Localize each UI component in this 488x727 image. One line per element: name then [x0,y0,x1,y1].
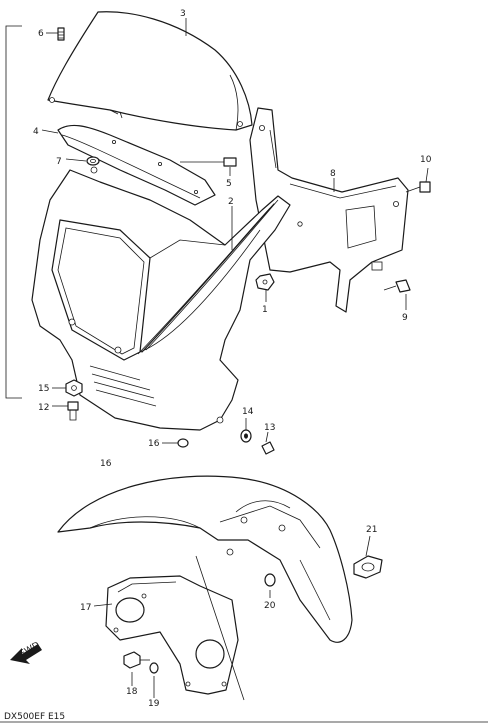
part-trim-4 [57,124,216,206]
part-screw-13 [261,441,275,455]
callout-10: 10 [420,155,432,165]
callout-12: 12 [38,403,49,413]
callout-17: 17 [80,603,91,613]
part-grommet-7 [86,156,100,166]
callout-15: 15 [38,384,49,394]
group-bracket [5,25,22,399]
callout-9: 9 [402,313,408,323]
callouts: 3 6 4 7 5 2 8 10 1 9 15 12 14 13 16 16 2… [33,9,432,709]
footer-code: DX500EF E15 [4,712,65,722]
part-screw-6 [57,27,65,41]
callout-5: 5 [226,179,232,189]
callout-13: 13 [264,423,275,433]
part-screw-5 [180,157,237,167]
callout-16-fender: 16 [100,459,112,469]
callout-8: 8 [330,169,336,179]
part-bolt-10 [405,181,431,193]
part-bolt-18 [123,651,150,669]
callout-14: 14 [242,407,254,417]
callout-18: 18 [126,687,138,697]
part-fender-16 [57,475,353,643]
part-windscreen [47,11,253,131]
callout-1: 1 [262,305,268,315]
callout-4: 4 [33,127,39,137]
callout-21: 21 [366,525,377,535]
part-strip-2 [137,199,279,355]
callout-3: 3 [180,9,186,19]
part-bolt-12 [67,401,79,421]
part-reflector-21 [353,555,383,579]
callout-19: 19 [148,699,160,709]
part-washer-20 [264,573,276,587]
callout-7: 7 [56,157,62,167]
callout-2: 2 [228,197,234,207]
part-cowl-body [31,166,291,431]
callout-6: 6 [38,29,44,39]
part-bolt-9 [383,279,411,293]
leader-lines [41,18,429,701]
part-nut-1 [255,273,275,291]
callout-20: 20 [264,601,276,611]
fwd-arrow-icon: FWD [10,640,42,664]
part-nut-15 [65,379,83,397]
part-brace-17 [105,575,239,695]
part-washer-14 [240,429,252,443]
part-grommet-16a [177,438,189,448]
part-washer-19 [149,662,159,674]
callout-16-grommet: 16 [148,439,160,449]
